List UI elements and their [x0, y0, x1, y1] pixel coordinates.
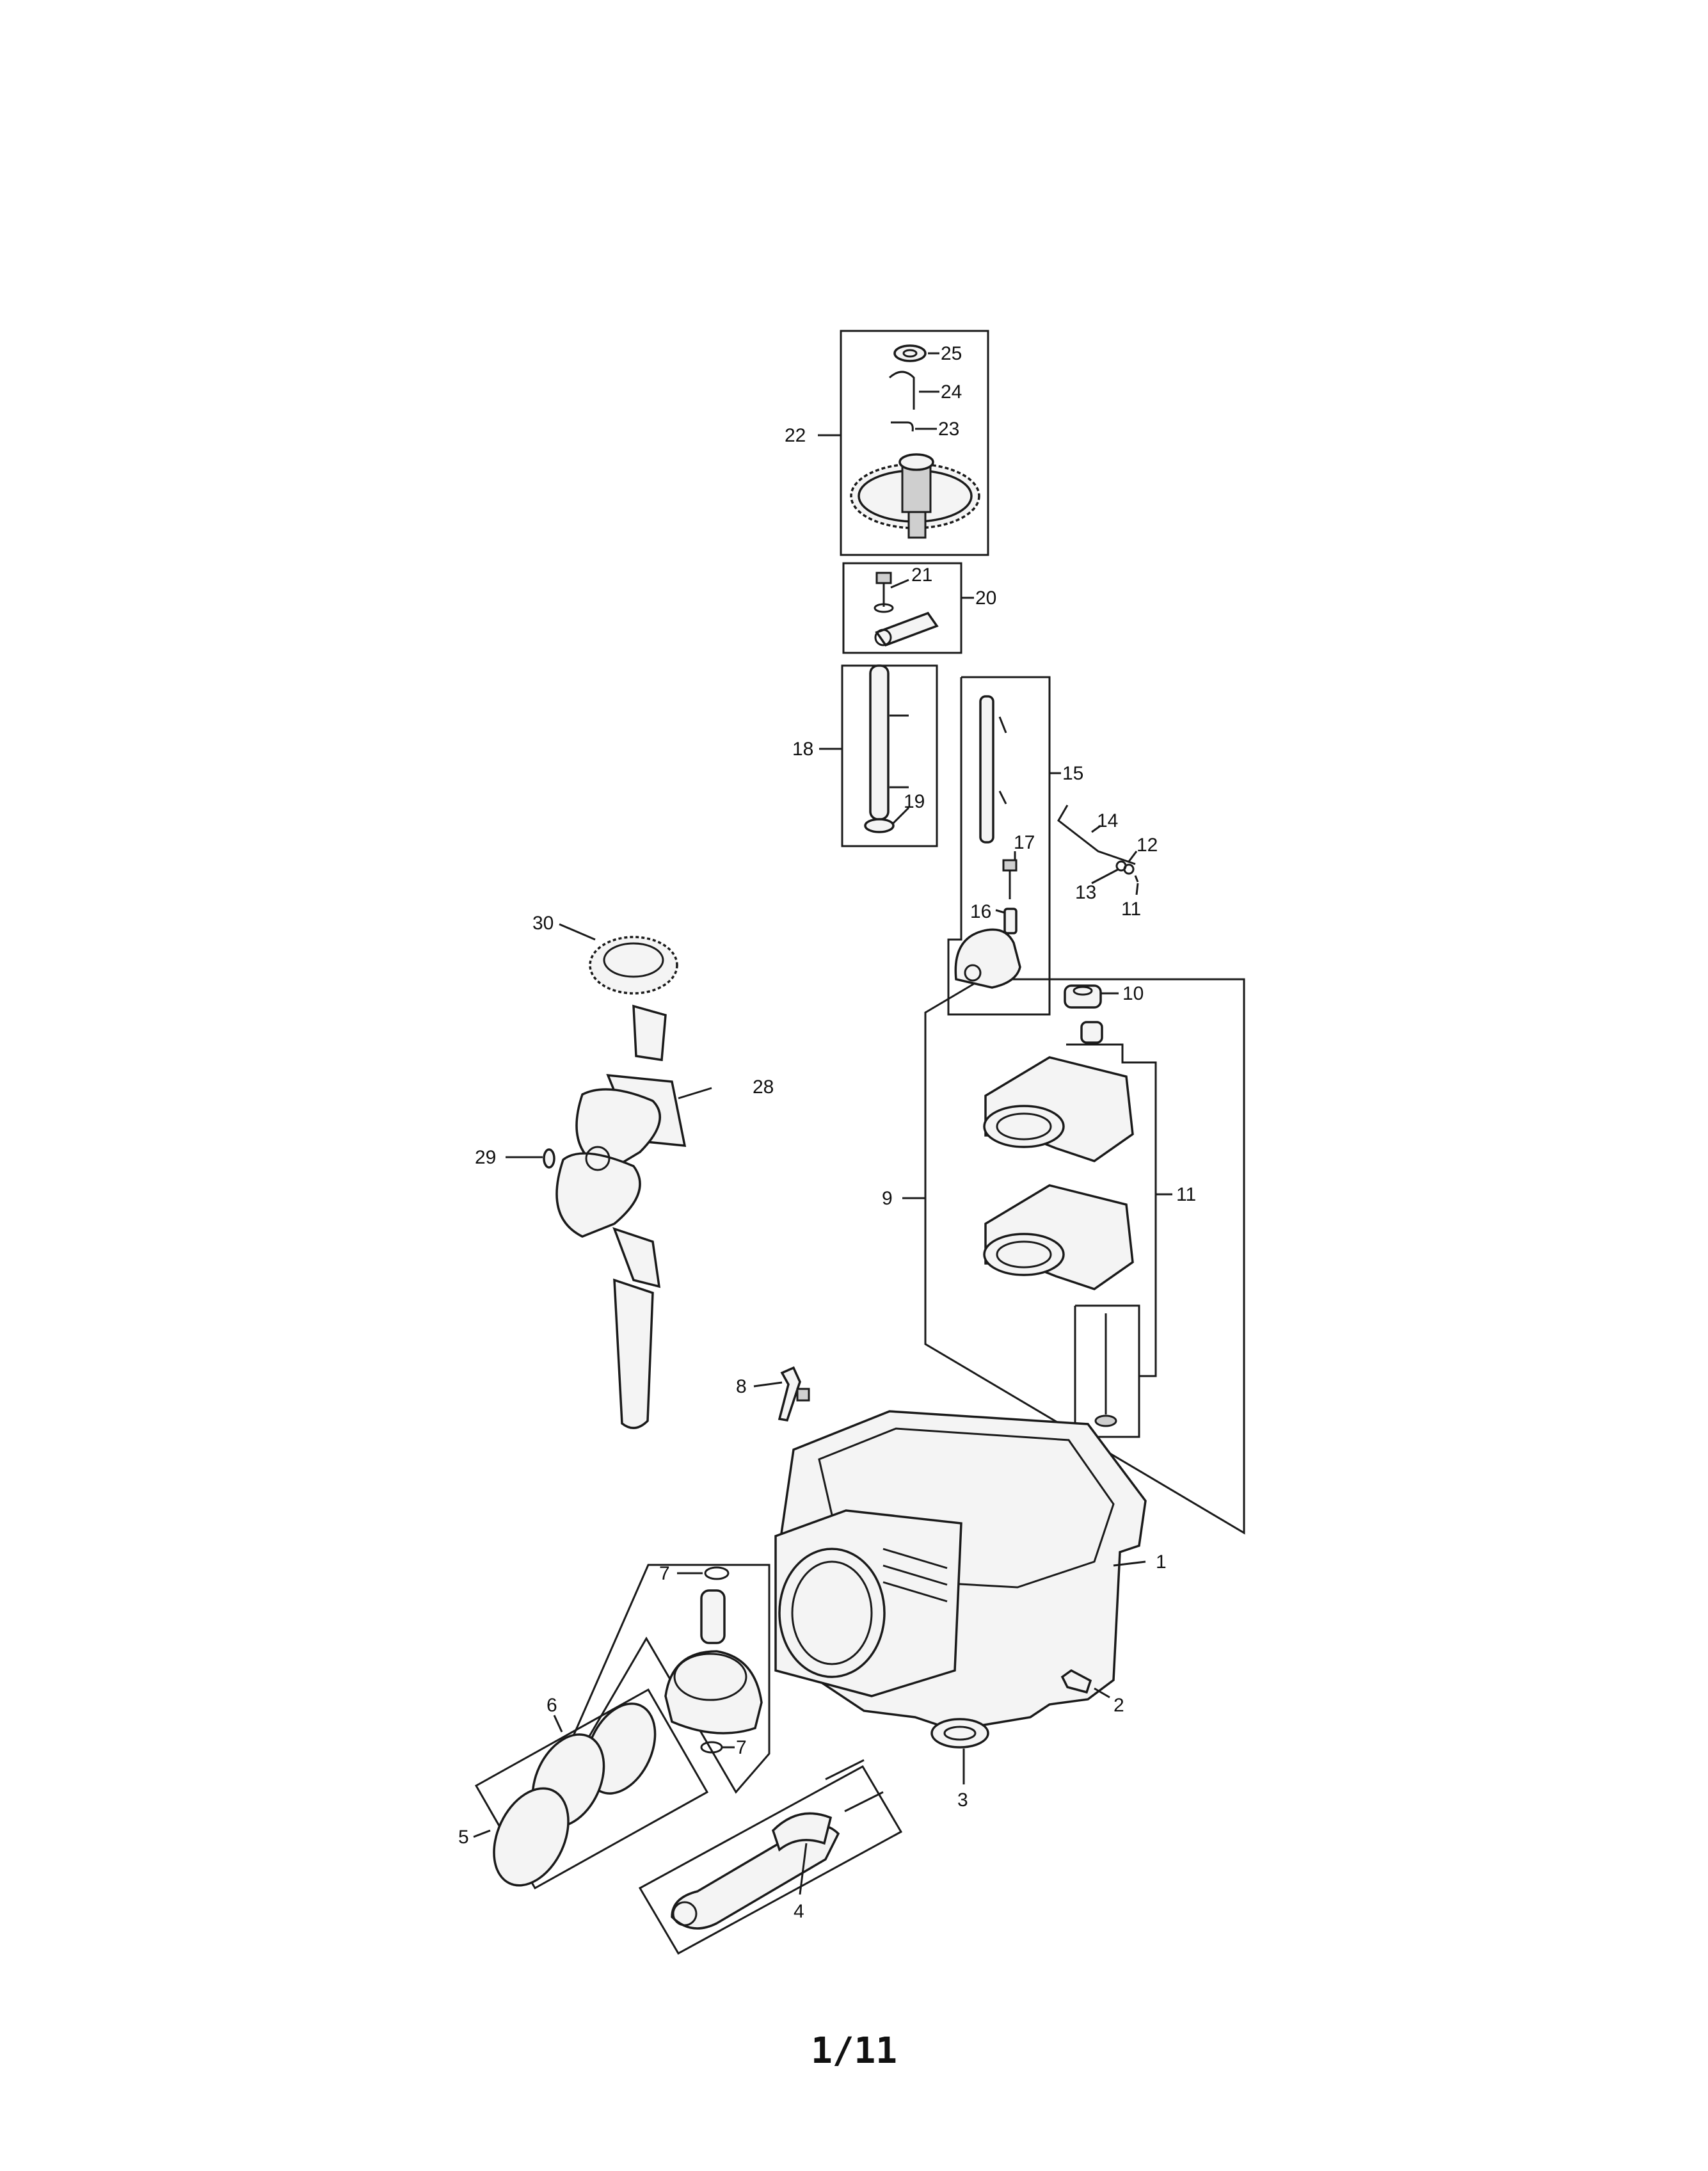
pin-part-12: [1134, 875, 1139, 883]
oil-pump-body: [954, 928, 1021, 989]
callout-1: 1: [1156, 1551, 1167, 1573]
callout-7-lower: 7: [736, 1737, 747, 1758]
leader-lines: [473, 352, 1172, 1895]
piston-ring-part-5: [493, 1787, 570, 1887]
callout-labels: 25 24 23 22 21 20 18 19 15 14 12 17 13 1…: [458, 343, 1196, 1922]
bracket-part-8: [778, 1366, 810, 1422]
callout-9: 9: [882, 1188, 893, 1209]
group-box-19: [841, 664, 938, 847]
crankshaft-part-28: [555, 1004, 687, 1429]
group-box-21: [842, 562, 962, 654]
callout-13: 12: [1137, 835, 1158, 856]
group-box-9: [924, 978, 1245, 1535]
governor-shaft-part-19: [869, 664, 909, 821]
shaft-part-16: [979, 695, 1007, 844]
group-box-4: [638, 1765, 903, 1955]
callout-11: 10: [1122, 983, 1144, 1004]
callout-14: 13: [1075, 882, 1096, 903]
cup-part-25: [888, 371, 915, 410]
callout-2: 2: [1113, 1695, 1124, 1716]
washer-part-13: [1123, 863, 1135, 875]
callout-16: 15: [1062, 763, 1083, 784]
callout-15: 14: [1097, 810, 1118, 831]
callout-5: 5: [458, 1827, 469, 1848]
callout-18: 17: [1014, 832, 1035, 853]
cam-follower-part-10-lower: [983, 1184, 1134, 1290]
callout-24: 23: [938, 419, 959, 440]
callout-8: 8: [736, 1376, 747, 1397]
clip-upper: [704, 1566, 730, 1580]
callout-22: 21: [911, 565, 932, 586]
cam-follower-part-10-upper: [983, 1056, 1134, 1162]
tappet-part-11: [1064, 984, 1102, 1009]
pin-part-24: [891, 421, 914, 432]
washer-part-20: [864, 818, 895, 833]
callout-21: 20: [975, 588, 996, 609]
callout-30: 30: [532, 913, 554, 934]
key-part-29: [543, 1148, 555, 1169]
bolt-part-22: [874, 572, 894, 613]
page-number: 1/11: [811, 2030, 897, 2072]
piston-pin: [700, 1589, 726, 1644]
callout-28: 28: [753, 1077, 774, 1098]
callout-19: 18: [792, 739, 813, 760]
pin-part-17: [1003, 908, 1018, 934]
callout-23: 22: [785, 425, 806, 446]
callout-12: 11: [1121, 899, 1141, 920]
crank-gear-part-30: [589, 936, 678, 995]
group-box-23: [840, 330, 989, 556]
callout-6: 6: [547, 1695, 557, 1716]
long-bolt: [1094, 1313, 1117, 1427]
callout-29: 29: [475, 1147, 496, 1168]
washer-part-26: [893, 344, 927, 362]
bushing: [1080, 1021, 1103, 1044]
oil-seal-part-3: [930, 1718, 989, 1749]
connecting-rod-part-4: [671, 1759, 884, 1930]
rod-part-15: [1057, 805, 1136, 865]
group-box-16: [947, 676, 1051, 1016]
callout-3: 3: [957, 1790, 968, 1811]
bolt-part-18: [1002, 859, 1018, 899]
callout-7-upper: 7: [659, 1563, 670, 1584]
governor-gear-part-23: [850, 453, 980, 539]
piston: [664, 1650, 763, 1734]
plug-part-2: [1060, 1669, 1092, 1694]
callout-20: 19: [904, 791, 925, 812]
governor-lever-part-21: [874, 611, 939, 647]
group-box-10: [1066, 1043, 1157, 1438]
callout-10: 11: [1176, 1184, 1196, 1205]
callout-25: 24: [941, 381, 962, 403]
callout-17: 16: [970, 901, 991, 922]
callout-26: 25: [941, 343, 962, 364]
crankcase-part-1: [774, 1410, 1147, 1731]
callout-4: 4: [794, 1901, 804, 1922]
